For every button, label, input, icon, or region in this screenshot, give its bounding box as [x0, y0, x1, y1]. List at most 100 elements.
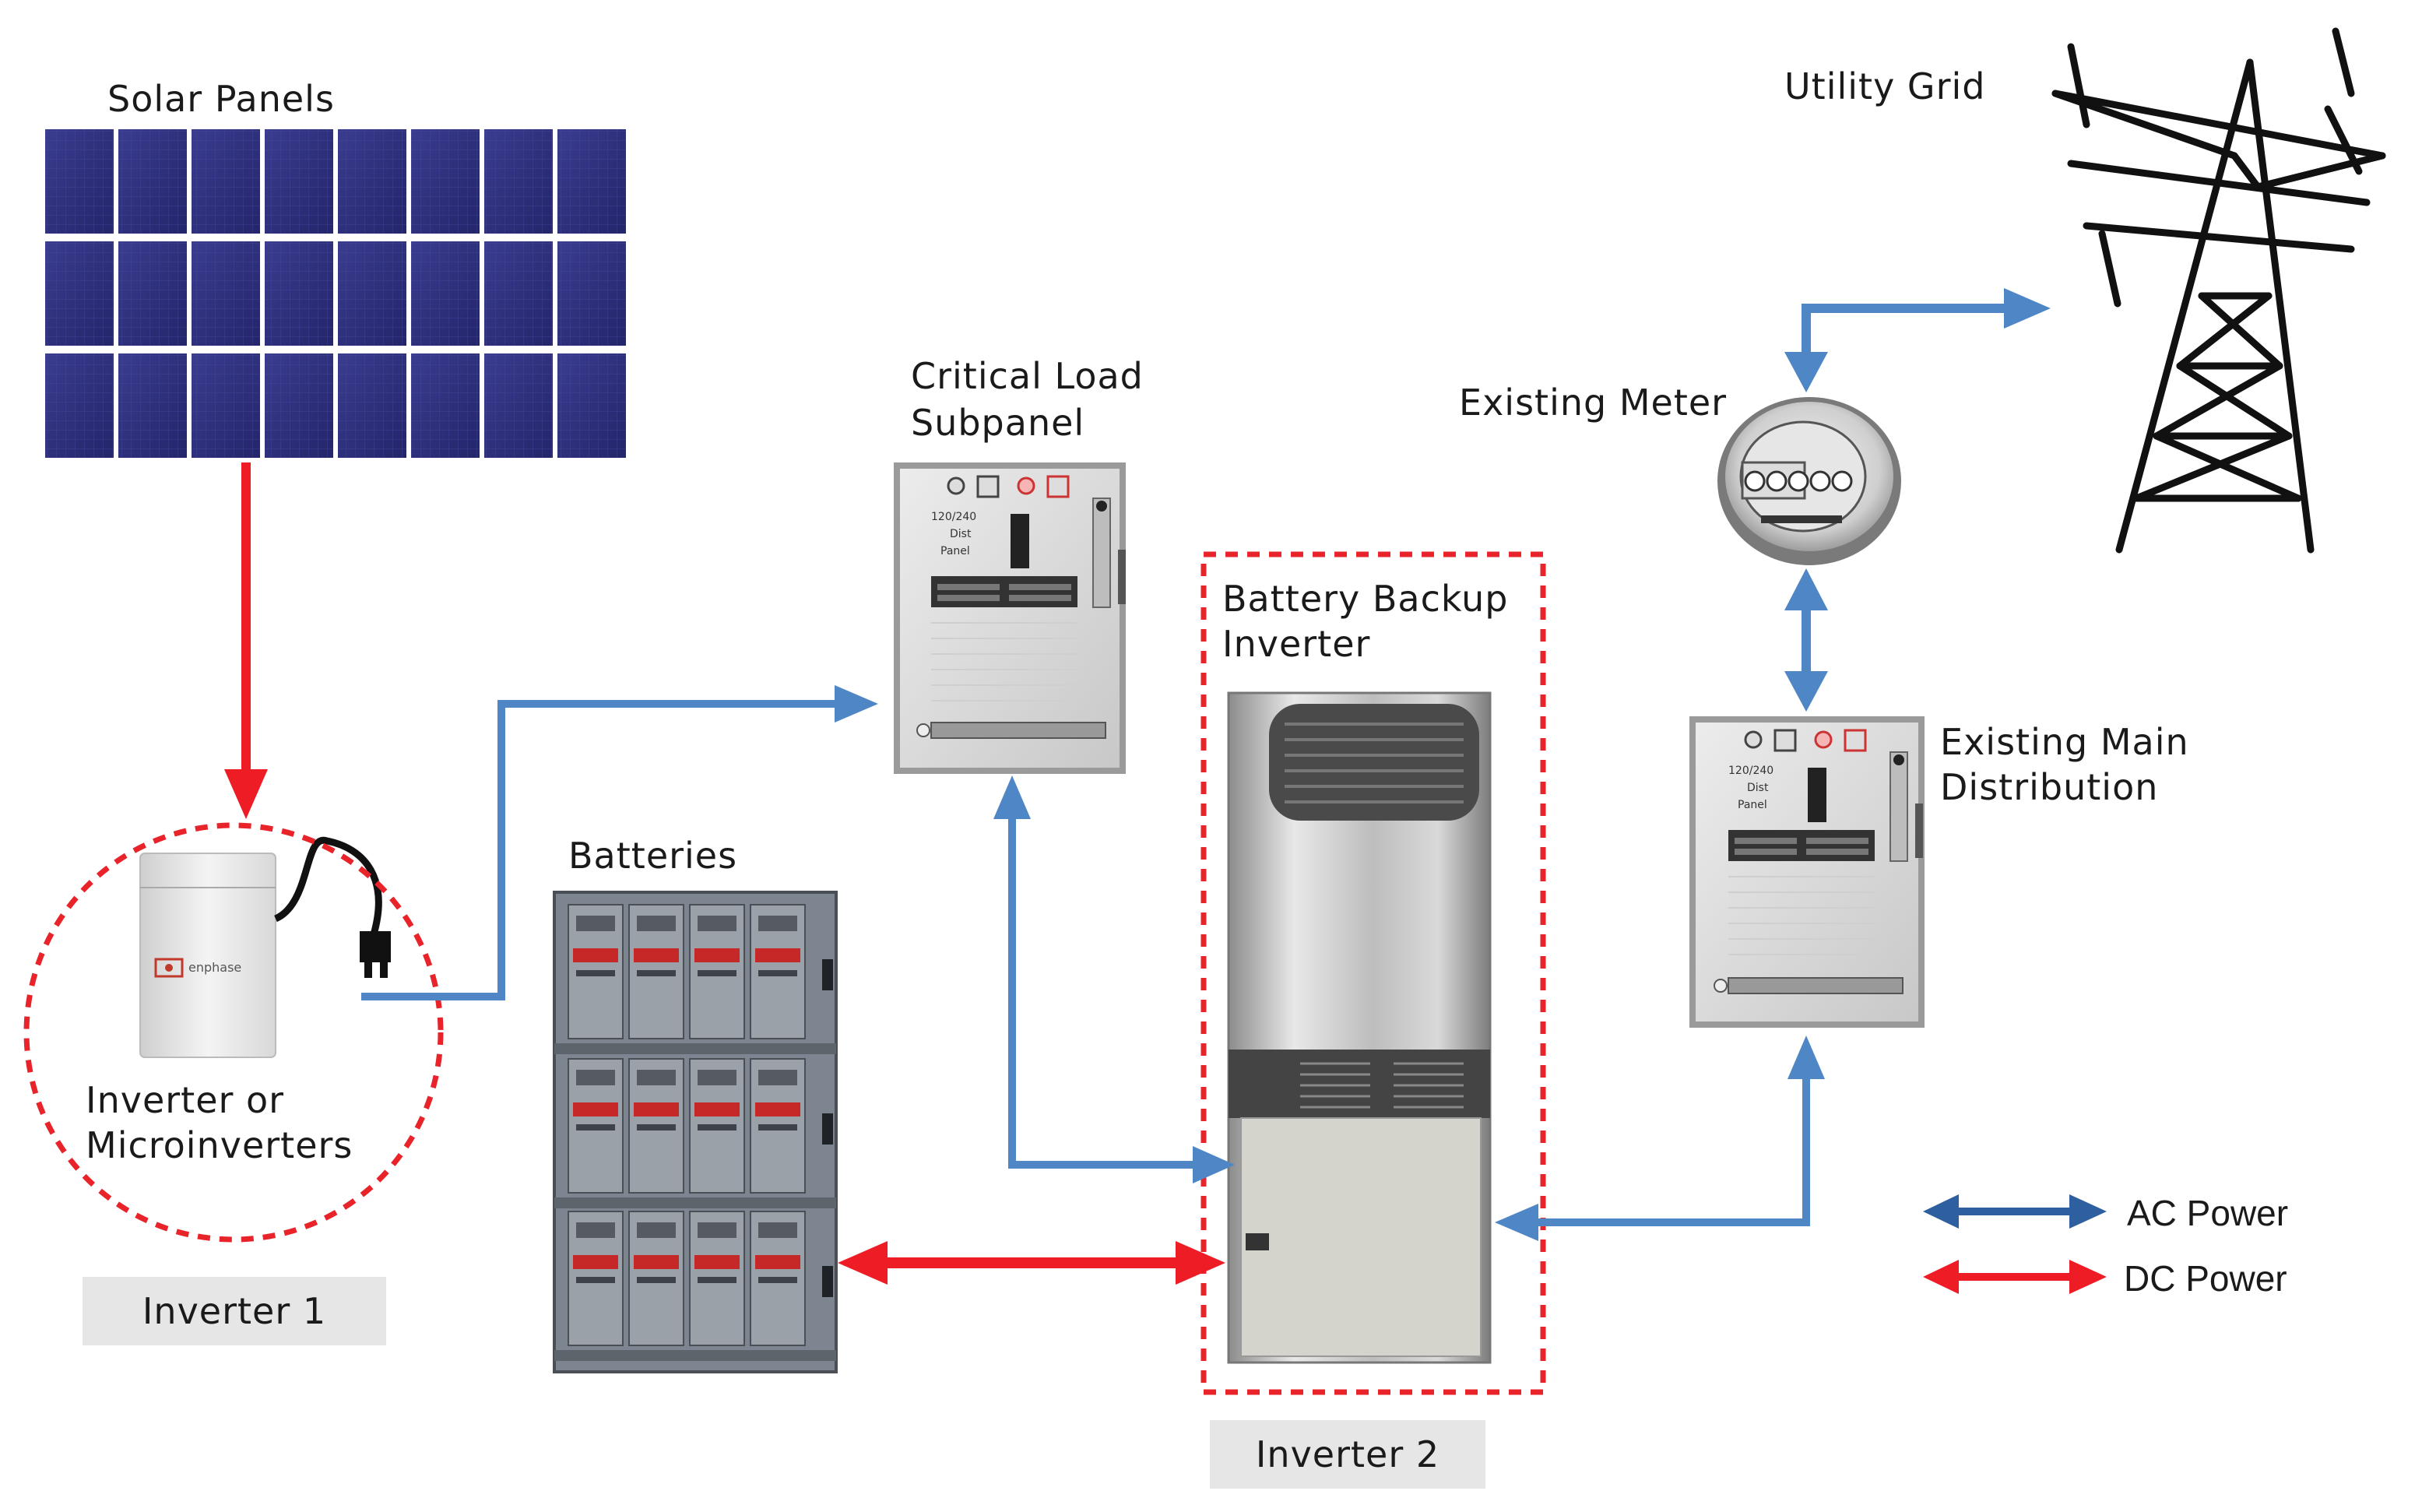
solar-cell-grid	[265, 129, 333, 234]
battery-stripe	[637, 1124, 676, 1130]
main-panel-text-line3: Panel	[1738, 799, 1767, 811]
battery-label-band	[634, 1255, 679, 1269]
battery-label-band	[573, 948, 618, 962]
existing-main-label-line2: Distribution	[1940, 766, 2159, 808]
battery-stripe	[637, 970, 676, 976]
ac-arrow-main-to-backup	[1495, 1036, 1825, 1241]
battery-terminal	[758, 1070, 797, 1085]
battery-stripe	[698, 1277, 736, 1283]
legend-dc-arrow	[1923, 1260, 2107, 1294]
battery-stripe	[698, 970, 736, 976]
battery-shelf	[554, 1197, 836, 1208]
critical-load-label-line1: Critical Load	[911, 355, 1144, 397]
battery-label-band	[573, 1255, 618, 1269]
inverter-label-line2: Microinverters	[86, 1124, 353, 1166]
battery-clip	[822, 1266, 833, 1297]
solar-cell-grid	[484, 353, 553, 458]
battery-stripe	[698, 1124, 736, 1130]
inverter-label-line1: Inverter or	[86, 1079, 285, 1121]
critical-load-subpanel-image: 120/240 Dist Panel	[894, 462, 1126, 774]
battery-terminal	[637, 1222, 676, 1238]
solar-cell-grid	[484, 241, 553, 346]
battery-stripe	[576, 1124, 615, 1130]
battery-shelf	[554, 1043, 836, 1054]
battery-terminal	[576, 916, 615, 931]
legend-ac-arrow	[1923, 1194, 2107, 1229]
battery-terminal	[698, 916, 736, 931]
inverter1-dashed-circle	[23, 822, 444, 1243]
existing-main-label-line1: Existing Main	[1940, 721, 2189, 763]
inverter2-tag: Inverter 2	[1210, 1420, 1485, 1489]
existing-meter-label: Existing Meter	[1459, 382, 1728, 424]
ac-arrow-grid-meter	[1784, 288, 2051, 392]
batteries-label: Batteries	[568, 835, 738, 877]
battery-terminal	[698, 1070, 736, 1085]
solar-cell-grid	[45, 129, 114, 234]
solar-cell-grid	[45, 353, 114, 458]
solar-cell-grid	[557, 241, 626, 346]
battery-label-band	[694, 1255, 740, 1269]
battery-stripe	[576, 970, 615, 976]
existing-meter-image	[1717, 397, 1901, 565]
solar-cell-grid	[265, 353, 333, 458]
battery-backup-label-line1: Battery Backup	[1222, 578, 1509, 620]
solar-cell-grid	[484, 129, 553, 234]
panel-text-line1: 120/240	[931, 511, 976, 523]
dc-arrow-solar-to-inverter	[224, 462, 268, 819]
battery-shelf	[554, 1350, 836, 1361]
battery-terminal	[637, 916, 676, 931]
solar-cell-grid	[118, 353, 187, 458]
battery-backup-inverter-image	[1227, 691, 1492, 1364]
solar-cell-grid	[338, 353, 406, 458]
batteries-image	[553, 891, 838, 1373]
existing-main-distribution-image: 120/240 Dist Panel	[1689, 716, 1925, 1028]
main-panel-text-line2: Dist	[1747, 782, 1769, 794]
enphase-brand: enphase	[188, 960, 241, 975]
battery-backup-label-line2: Inverter	[1222, 623, 1371, 665]
ac-arrow-meter-main	[1784, 568, 1828, 712]
microinverter-image: enphase	[139, 836, 391, 1058]
solar-panels-image	[45, 129, 626, 458]
ac-arrow-subpanel-to-backup	[993, 775, 1235, 1183]
solar-cell-grid	[192, 129, 260, 234]
solar-cell-grid	[192, 241, 260, 346]
battery-stripe	[758, 1124, 797, 1130]
main-panel-text-line1: 120/240	[1728, 765, 1773, 777]
legend-ac-label: AC Power	[2127, 1193, 2289, 1233]
battery-terminal	[698, 1222, 736, 1238]
battery-stripe	[637, 1277, 676, 1283]
solar-cell-grid	[118, 241, 187, 346]
battery-clip	[822, 959, 833, 990]
solar-cell-grid	[338, 241, 406, 346]
battery-label-band	[755, 1102, 800, 1116]
legend-dc-label: DC Power	[2124, 1258, 2287, 1299]
battery-terminal	[576, 1222, 615, 1238]
inverter1-tag: Inverter 1	[83, 1277, 386, 1345]
battery-terminal	[637, 1070, 676, 1085]
solar-cell-grid	[557, 353, 626, 458]
ac-line-inverter-to-subpanel	[361, 685, 878, 1000]
solar-panels-label: Solar Panels	[107, 78, 335, 120]
dc-arrow-batteries-backup	[838, 1241, 1225, 1285]
battery-terminal	[758, 916, 797, 931]
solar-cell-grid	[411, 129, 480, 234]
panel-text-line2: Dist	[950, 528, 972, 540]
panel-text-line3: Panel	[940, 545, 970, 557]
battery-stripe	[758, 1277, 797, 1283]
battery-label-band	[755, 1255, 800, 1269]
utility-grid-label: Utility Grid	[1784, 65, 1986, 107]
battery-label-band	[694, 948, 740, 962]
battery-label-band	[634, 948, 679, 962]
solar-cell-grid	[45, 241, 114, 346]
battery-terminal	[576, 1070, 615, 1085]
battery-label-band	[755, 948, 800, 962]
battery-terminal	[758, 1222, 797, 1238]
solar-cell-grid	[411, 353, 480, 458]
solar-cell-grid	[265, 241, 333, 346]
critical-load-label-line2: Subpanel	[911, 402, 1085, 444]
utility-grid-tower-image	[2051, 27, 2386, 554]
battery-stripe	[758, 970, 797, 976]
solar-cell-grid	[557, 129, 626, 234]
